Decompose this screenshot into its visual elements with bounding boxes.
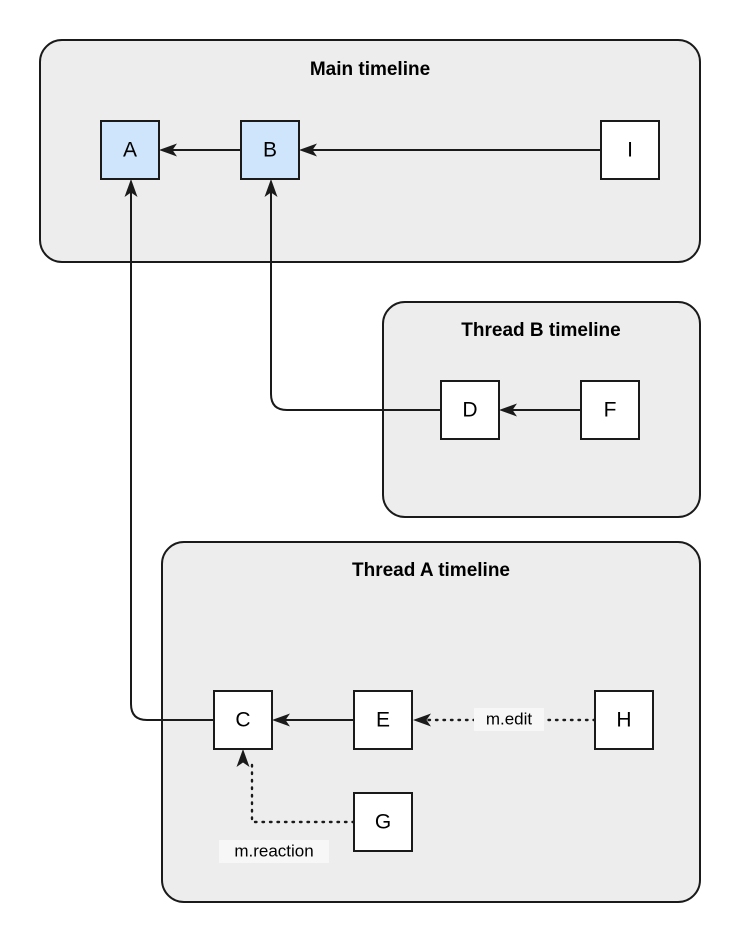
node-b-box: [240, 120, 300, 180]
node-d-box: [440, 380, 500, 440]
edge-d-to-b-arrowhead: [264, 179, 278, 197]
node-e-box: [353, 690, 413, 750]
edge-b-to-a-arrowhead: [159, 143, 177, 157]
edge-c-to-a[interactable]: [124, 179, 215, 721]
node-e-label: E: [376, 709, 390, 732]
node-g-box: [353, 792, 413, 852]
node-d[interactable]: D: [440, 380, 500, 440]
node-a-label: A: [123, 139, 137, 162]
group-thread-a-timeline-box: [161, 541, 701, 903]
edge-f-to-d-arrowhead: [499, 403, 517, 417]
edge-g-to-c-path: [250, 760, 356, 824]
edge-label-m-edit: m.edit: [474, 708, 544, 731]
node-c[interactable]: C: [213, 690, 273, 750]
node-a[interactable]: A: [100, 120, 160, 180]
edge-b-to-a[interactable]: [159, 143, 241, 157]
edge-e-to-c-arrowhead: [272, 713, 290, 727]
node-a-box: [100, 120, 160, 180]
node-e[interactable]: E: [353, 690, 413, 750]
node-b[interactable]: B: [240, 120, 300, 180]
node-g[interactable]: G: [353, 792, 413, 852]
edge-h-to-e-arrowhead: [413, 713, 431, 727]
node-h[interactable]: H: [594, 690, 654, 750]
node-i[interactable]: I: [600, 120, 660, 180]
node-f-label: F: [604, 399, 617, 422]
edge-f-to-d[interactable]: [499, 403, 581, 417]
edge-d-to-b-path: [270, 190, 441, 411]
group-main-timeline-title: Main timeline: [310, 59, 430, 80]
edge-label-m-reaction-bg: [219, 840, 329, 863]
edge-c-to-a-arrowhead: [124, 179, 138, 197]
edge-label-m-reaction-text: m.reaction: [234, 841, 313, 860]
group-thread-b-timeline-title: Thread B timeline: [461, 320, 620, 341]
edge-e-to-c[interactable]: [272, 713, 354, 727]
group-thread-a-timeline[interactable]: Thread A timeline: [161, 541, 701, 903]
node-g-label: G: [375, 811, 391, 834]
edge-g-to-c[interactable]: [236, 749, 356, 824]
edge-i-to-b-arrowhead: [299, 143, 317, 157]
edge-d-to-b[interactable]: [264, 179, 442, 411]
edge-g-to-c-arrowhead: [236, 749, 250, 767]
node-f-box: [580, 380, 640, 440]
edge-label-m-reaction: m.reaction: [219, 840, 329, 863]
node-h-label: H: [616, 709, 631, 732]
node-i-box: [600, 120, 660, 180]
edge-label-m-edit-text: m.edit: [486, 709, 533, 728]
edge-c-to-a-path: [130, 190, 214, 721]
node-f[interactable]: F: [580, 380, 640, 440]
node-c-box: [213, 690, 273, 750]
edge-label-m-edit-bg: [474, 708, 544, 731]
node-d-label: D: [462, 399, 477, 422]
node-c-label: C: [235, 709, 250, 732]
node-i-label: I: [627, 139, 633, 162]
node-h-box: [594, 690, 654, 750]
group-thread-a-timeline-title: Thread A timeline: [352, 560, 510, 581]
edge-h-to-e[interactable]: [413, 713, 597, 727]
node-b-label: B: [263, 139, 277, 162]
edge-i-to-b[interactable]: [299, 143, 601, 157]
